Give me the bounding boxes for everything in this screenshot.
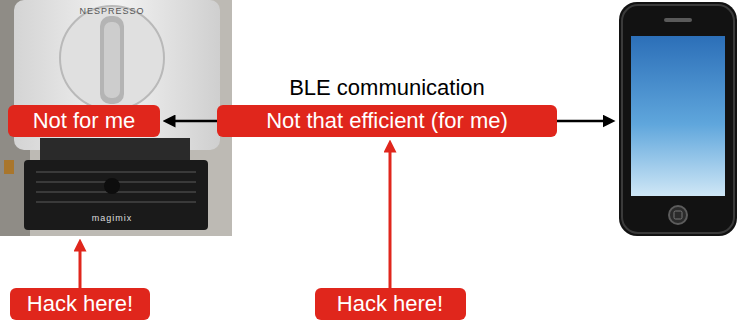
hack-arrow	[389, 146, 392, 288]
ble-arrow	[169, 120, 217, 123]
brand-text: NESPRESSO	[0, 7, 224, 16]
callout-text: Hack here!	[337, 293, 443, 315]
callout-box: Hack here!	[10, 288, 150, 320]
ble-arrow	[557, 120, 609, 123]
callout-text: Not that efficient (for me)	[266, 110, 508, 132]
hack-arrow	[79, 245, 82, 288]
callout-text: Not for me	[33, 110, 136, 132]
coffee-machine: NESPRESSO magimix Not for me	[0, 0, 232, 236]
callout-box: Hack here!	[315, 288, 466, 320]
smartphone	[619, 2, 737, 236]
callout-box: Not for me	[8, 105, 160, 137]
link-label: BLE communication	[289, 77, 485, 99]
coffee-machine-photo	[0, 0, 232, 236]
callout-text: Hack here!	[27, 293, 133, 315]
brand-text: magimix	[62, 214, 162, 223]
callout-box: Not that efficient (for me)	[217, 105, 557, 137]
